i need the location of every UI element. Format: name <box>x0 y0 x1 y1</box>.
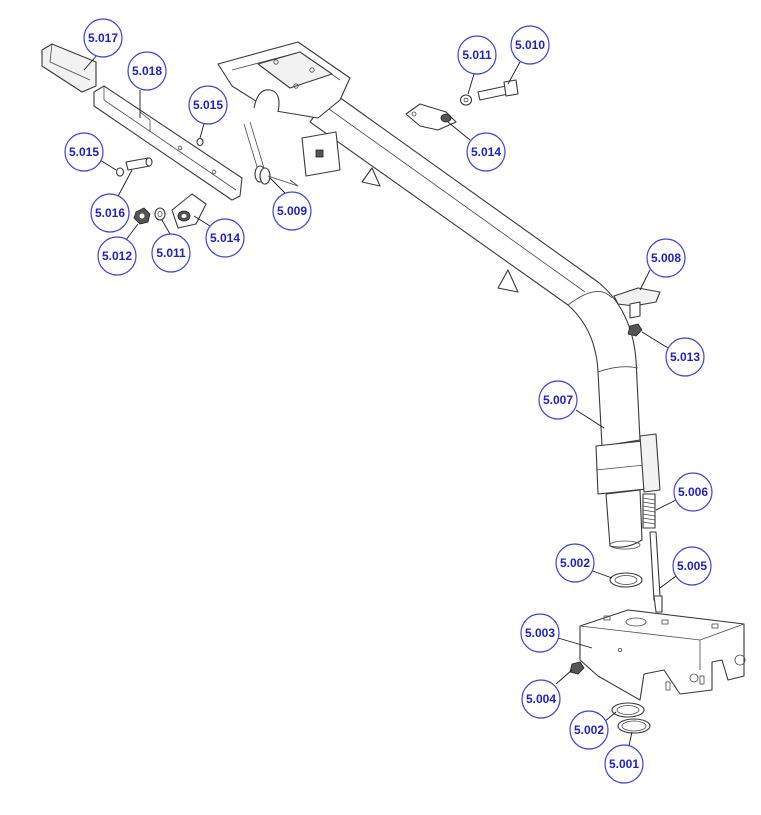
callout-label: 5.005 <box>677 559 707 573</box>
callout-5011-left: 5.011 <box>151 233 191 273</box>
callout-label: 5.018 <box>132 64 162 78</box>
ring-5001 <box>617 718 651 734</box>
callout-5010: 5.010 <box>510 25 550 65</box>
callout-5012: 5.012 <box>97 236 137 276</box>
small-ring-5015-a <box>196 137 204 147</box>
rod-part <box>649 531 663 613</box>
washer-5011-right <box>459 94 473 106</box>
callout-label: 5.006 <box>678 485 708 499</box>
callout-label: 5.016 <box>95 206 125 220</box>
callout-label: 5.010 <box>515 38 545 52</box>
callout-5007: 5.007 <box>538 380 578 420</box>
callout-5004: 5.004 <box>521 679 561 719</box>
grip-cap-part <box>41 43 97 93</box>
washer-5002-lower <box>611 702 645 718</box>
callout-label: 5.012 <box>102 249 132 263</box>
callout-label: 5.003 <box>525 626 555 640</box>
callout-5017: 5.017 <box>83 18 123 58</box>
callout-5015-upper: 5.015 <box>188 85 228 125</box>
bracket-5014-left <box>171 193 207 229</box>
callout-5008: 5.008 <box>646 238 686 278</box>
callout-5014-right: 5.014 <box>466 132 506 172</box>
callout-5009: 5.009 <box>272 191 312 231</box>
callout-label: 5.011 <box>156 246 186 260</box>
callout-5002-lower: 5.002 <box>569 710 609 750</box>
leader-lines <box>83 53 677 751</box>
callout-5016: 5.016 <box>90 193 130 233</box>
callout-label: 5.008 <box>651 251 681 265</box>
callout-5015-left: 5.015 <box>64 132 104 172</box>
callout-label: 5.011 <box>462 48 492 62</box>
callout-label: 5.002 <box>560 556 590 570</box>
callout-label: 5.004 <box>526 692 556 706</box>
washer-5002-upper <box>609 572 643 588</box>
callout-5013: 5.013 <box>665 337 705 377</box>
callout-5002-upper: 5.002 <box>555 543 595 583</box>
callout-label: 5.007 <box>543 393 573 407</box>
nut-5012 <box>133 207 151 225</box>
bolt-5010 <box>477 79 519 101</box>
bracket-5014-right <box>405 103 457 131</box>
callout-5018: 5.018 <box>127 51 167 91</box>
head-bracket-part <box>217 41 351 177</box>
washer-5011-left <box>154 207 166 221</box>
nut-5013 <box>627 323 643 337</box>
callout-label: 5.009 <box>277 204 307 218</box>
callout-label: 5.013 <box>670 350 700 364</box>
callout-5014-left: 5.014 <box>205 218 245 258</box>
callout-label: 5.017 <box>88 31 118 45</box>
callout-5001: 5.001 <box>604 744 644 784</box>
callout-label: 5.001 <box>609 757 639 771</box>
lever-arm-part <box>93 85 243 201</box>
t-handle-part <box>613 287 661 319</box>
callout-label: 5.015 <box>69 145 99 159</box>
small-ring-5015-b <box>115 167 125 177</box>
callout-label: 5.002 <box>574 723 604 737</box>
callout-5011-right: 5.011 <box>457 35 497 75</box>
callout-label: 5.015 <box>193 98 223 112</box>
callout-5003: 5.003 <box>520 613 560 653</box>
main-tube-part <box>309 91 661 550</box>
coil-spring-part <box>642 493 656 529</box>
callout-5005: 5.005 <box>672 546 712 586</box>
small-nut-5004 <box>569 661 585 675</box>
callout-label: 5.014 <box>210 231 240 245</box>
pin-5016 <box>125 157 153 171</box>
base-bracket-part <box>579 609 746 701</box>
callout-label: 5.014 <box>471 145 501 159</box>
callout-5006: 5.006 <box>673 472 713 512</box>
torsion-spring-part <box>243 121 299 187</box>
